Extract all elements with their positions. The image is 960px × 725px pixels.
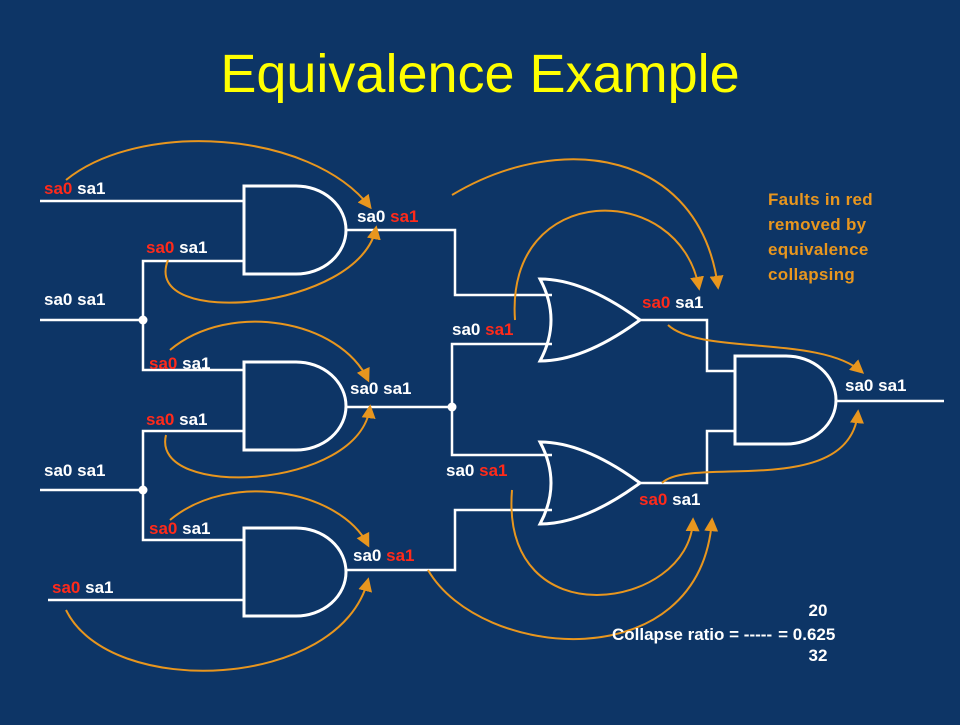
fault-label-or2out: sa0 sa1 [639, 490, 700, 509]
sa0: sa0 [452, 320, 480, 339]
collapse-result: = 0.625 [778, 625, 835, 644]
sa0: sa0 [350, 379, 378, 398]
sa1: sa1 [479, 461, 507, 480]
fault-label-and3out: sa0 sa1 [353, 546, 414, 565]
collapse-label-text: Collapse ratio = [612, 625, 744, 644]
wire-and1-out [346, 228, 552, 297]
equivalence-arrows [65, 140, 865, 672]
arrow-or2a-to-or2out [510, 489, 700, 596]
fanout-dot-in2 [138, 315, 148, 325]
sa0: sa0 [357, 207, 385, 226]
sa0: sa0 [44, 461, 72, 480]
wire-or2-out [640, 429, 735, 485]
wire-in3-branch-up [141, 429, 244, 490]
sa1: sa1 [383, 379, 411, 398]
sa1: sa1 [485, 320, 513, 339]
legend-note: Faults in red removed by equivalence col… [768, 190, 873, 284]
fault-label-and2a: sa0 sa1 [149, 354, 210, 373]
and-gate-2 [242, 360, 348, 452]
sa1: sa1 [77, 290, 105, 309]
collapse-label: Collapse ratio = ----- = 0.625 [612, 625, 835, 644]
sa1: sa1 [77, 461, 105, 480]
sa1: sa1 [179, 410, 207, 429]
collapse-dash: ----- [744, 625, 772, 644]
sa0: sa0 [146, 238, 174, 257]
sa0: sa0 [149, 519, 177, 538]
arrow-or1out-to-and4out [667, 324, 865, 374]
sa1: sa1 [386, 546, 414, 565]
sa0: sa0 [44, 179, 72, 198]
sa1: sa1 [672, 490, 700, 509]
wire-and2-branch-down [450, 407, 552, 457]
fault-labels: sa0 sa1 sa0 sa1 sa0 sa1 sa0 sa1 sa0 sa1 … [44, 179, 906, 597]
sa1: sa1 [179, 238, 207, 257]
sa1: sa1 [390, 207, 418, 226]
wire-in2-branch-up [141, 259, 244, 320]
arrow-and1b-to-and1out [164, 225, 381, 304]
fanout-dot-in3 [138, 485, 148, 495]
fault-label-in3: sa0 sa1 [44, 461, 105, 480]
note-line-4: collapsing [768, 265, 855, 284]
fault-label-in2: sa0 sa1 [44, 290, 105, 309]
collapse-denominator: 32 [809, 646, 828, 665]
note-line-3: equivalence [768, 240, 869, 259]
fault-label-and1out: sa0 sa1 [357, 207, 418, 226]
fault-label-and1b: sa0 sa1 [146, 238, 207, 257]
and-gate-4 [733, 354, 838, 446]
sa0: sa0 [353, 546, 381, 565]
arrow-and3a-to-and3out [169, 490, 370, 548]
slide-title: Equivalence Example [220, 44, 739, 104]
arrow-in4-to-and3out [65, 577, 372, 672]
fault-label-or1out: sa0 sa1 [642, 293, 703, 312]
collapse-numerator: 20 [809, 601, 828, 620]
note-line-2: removed by [768, 215, 867, 234]
collapse-ratio: 20 Collapse ratio = ----- = 0.625 32 [612, 601, 835, 665]
arrow-and2a-to-and2out [169, 320, 370, 383]
sa1: sa1 [77, 179, 105, 198]
fanout-dot-and2 [447, 402, 457, 412]
sa0: sa0 [149, 354, 177, 373]
arrow-and3out-to-or2out [427, 517, 719, 641]
or-gate-1 [537, 277, 643, 363]
wire-in2-branch-down [141, 320, 244, 372]
sa1: sa1 [675, 293, 703, 312]
fault-label-in1: sa0 sa1 [44, 179, 105, 198]
arrow-and1out-to-or1out [451, 158, 724, 290]
wires [40, 199, 944, 602]
arrow-in1-to-and1out [65, 140, 372, 210]
arrow-and2b-to-and2out [164, 404, 376, 479]
or-gate-2 [537, 440, 643, 526]
sa0: sa0 [52, 578, 80, 597]
wire-or1-out [640, 318, 735, 373]
sa0: sa0 [146, 410, 174, 429]
and-gate-1 [242, 184, 348, 276]
sa1: sa1 [182, 354, 210, 373]
fault-label-or1b: sa0 sa1 [452, 320, 513, 339]
fault-label-and4out: sa0 sa1 [845, 376, 906, 395]
arrow-or1b-to-or1out [513, 209, 704, 321]
sa1: sa1 [878, 376, 906, 395]
arrow-or2out-to-and4out [661, 409, 864, 484]
fault-label-and2b: sa0 sa1 [146, 410, 207, 429]
sa1: sa1 [182, 519, 210, 538]
wire-in3-branch-down [141, 490, 244, 542]
wire-and2-branch-up [450, 342, 552, 407]
and-gate-3 [242, 526, 348, 618]
sa1: sa1 [85, 578, 113, 597]
sa0: sa0 [845, 376, 873, 395]
fault-label-or2a: sa0 sa1 [446, 461, 507, 480]
sa0: sa0 [642, 293, 670, 312]
fault-label-and2out: sa0 sa1 [350, 379, 411, 398]
sa0: sa0 [44, 290, 72, 309]
wire-and3-out [346, 508, 552, 572]
note-line-1: Faults in red [768, 190, 873, 209]
fault-label-and3a: sa0 sa1 [149, 519, 210, 538]
fault-label-in4: sa0 sa1 [52, 578, 113, 597]
sa0: sa0 [639, 490, 667, 509]
sa0: sa0 [446, 461, 474, 480]
